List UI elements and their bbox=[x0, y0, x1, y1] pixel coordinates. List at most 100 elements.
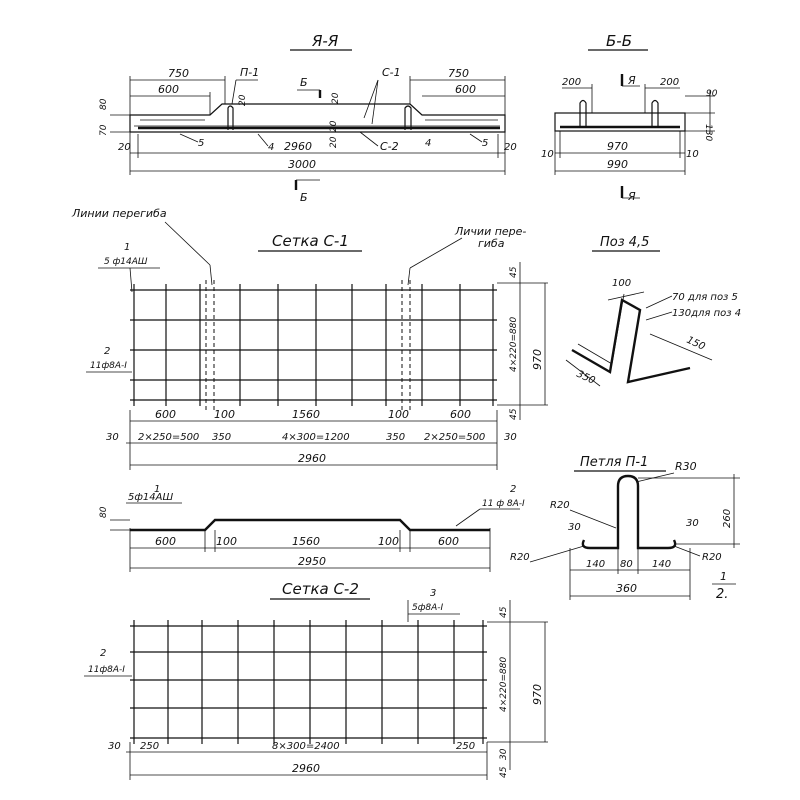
bend-lines-right-1: Личии пере- bbox=[454, 225, 526, 238]
dim-10-left: 10 bbox=[541, 149, 554, 160]
dim-200-right: 200 bbox=[660, 77, 679, 88]
loop-r20-b: R20 bbox=[510, 552, 530, 563]
mesh-c2-row-c: 8×300=2400 bbox=[272, 741, 340, 752]
loop-r20-c: R20 bbox=[702, 552, 722, 563]
mesh-c1-r2-d: 4×300=1200 bbox=[282, 432, 350, 443]
mesh-c2-grid bbox=[130, 620, 487, 744]
dim-70: 70 bbox=[99, 124, 109, 136]
side-pos2-num: 2 bbox=[510, 484, 516, 495]
mesh-c1: Линии перегиба Личии пере- гиба Сетка С-… bbox=[71, 207, 548, 470]
bend-lines-right-2: гиба bbox=[478, 237, 505, 250]
mesh-c2-pos3-num: 3 bbox=[430, 588, 436, 599]
label-a-top: Я bbox=[627, 74, 636, 87]
mesh-c1-d45-bottom: 45 bbox=[509, 408, 519, 420]
dim-80: 80 bbox=[99, 98, 109, 110]
mesh-c1-d45-top: 45 bbox=[509, 266, 519, 278]
mesh-c1-pos2-num: 2 bbox=[104, 346, 110, 357]
pos45-title: Поз 4,5 bbox=[600, 235, 649, 250]
pos45-detail: Поз 4,5 100 70 для поз 5 130для поз 4 15… bbox=[565, 235, 741, 387]
mesh-c2-title: Сетка С-2 bbox=[282, 580, 359, 598]
loop-p1-detail: Петля П-1 R30 R20 30 R20 30 R20 260 140 … bbox=[510, 455, 740, 602]
dim-750-right: 750 bbox=[448, 67, 469, 80]
mesh-c2: Сетка С-2 3 5ф8А-I 2 11ф8А-I 45 4×220=88… bbox=[84, 580, 548, 780]
dim-20-c: 20 bbox=[331, 92, 341, 104]
dim-20-a: 20 bbox=[118, 142, 131, 153]
mesh-c2-d45-top: 45 bbox=[499, 606, 509, 618]
mesh-c1-r2-a: 30 bbox=[106, 432, 119, 443]
dim-130: 130 bbox=[703, 124, 713, 141]
side-d80: 80 bbox=[99, 506, 109, 518]
mesh-c1-title: Сетка С-1 bbox=[272, 232, 349, 250]
side-pos1-spec: 5ф14АШ bbox=[128, 492, 173, 503]
mesh-c2-pos3-spec: 5ф8А-I bbox=[412, 603, 444, 613]
dim-2960: 2960 bbox=[284, 140, 312, 153]
dim-600-left: 600 bbox=[158, 83, 179, 96]
loop-d140-a: 140 bbox=[586, 559, 605, 570]
mesh-c1-r1-d: 100 bbox=[388, 408, 409, 421]
label-p1: П-1 bbox=[240, 66, 259, 79]
mesh-c2-row-b: 250 bbox=[140, 741, 159, 752]
label-4-right: 4 bbox=[425, 138, 431, 149]
pos45-d100: 100 bbox=[612, 278, 631, 289]
loop-d80: 80 bbox=[620, 559, 633, 570]
mesh-c1-r2-g: 30 bbox=[504, 432, 517, 443]
label-5-right: 5 bbox=[482, 138, 488, 149]
section-bb: Б-Б 200 200 Я 90 130 970 10 10 990 bbox=[541, 32, 718, 203]
section-bb-title: Б-Б bbox=[606, 32, 632, 50]
loop-scale-num: 1 bbox=[720, 570, 727, 583]
label-b-top: Б bbox=[300, 76, 308, 89]
mesh-c1-span: 4×220=880 bbox=[509, 317, 519, 372]
mesh-c2-d45-bottom: 45 bbox=[499, 766, 509, 778]
mesh-c1-pos1-num: 1 bbox=[124, 242, 130, 253]
dim-90: 90 bbox=[706, 89, 718, 99]
mesh-c1-grid bbox=[130, 284, 497, 406]
side-row-c: 1560 bbox=[292, 535, 320, 548]
section-aa: Я-Я 750 600 750 600 П-1 С-1 Б bbox=[99, 32, 517, 204]
dim-3000: 3000 bbox=[288, 158, 316, 171]
mesh-c2-970: 970 bbox=[531, 684, 544, 705]
mesh-c1-pos2-spec: 11ф8А-I bbox=[90, 361, 127, 371]
mesh-c1-side: 1 5ф14АШ 2 11 ф 8А-I 80 600 100 1560 100… bbox=[99, 484, 525, 572]
dim-990: 990 bbox=[607, 158, 628, 171]
label-s2: С-2 bbox=[380, 140, 399, 153]
mesh-c1-r2-b: 2×250=500 bbox=[138, 432, 199, 443]
side-row-b: 100 bbox=[216, 535, 237, 548]
mesh-c1-r2-c: 350 bbox=[212, 432, 231, 443]
side-pos1-num: 1 bbox=[154, 484, 160, 495]
loop-d260: 260 bbox=[722, 509, 733, 528]
bend-lines-left: Линии перегиба bbox=[71, 207, 167, 220]
loop-d30-a: 30 bbox=[568, 522, 581, 533]
pos45-d350: 350 bbox=[575, 369, 597, 387]
mesh-c1-r1-b: 100 bbox=[214, 408, 235, 421]
dim-20-f: 20 bbox=[329, 120, 339, 132]
loop-d30-b: 30 bbox=[686, 518, 699, 529]
mesh-c2-pos2-spec: 11ф8А-I bbox=[88, 665, 125, 675]
mesh-c1-970: 970 bbox=[531, 349, 544, 370]
mesh-c1-r1-a: 600 bbox=[155, 408, 176, 421]
mesh-c2-span: 4×220=880 bbox=[499, 657, 509, 712]
side-pos2-spec: 11 ф 8А-I bbox=[482, 499, 525, 509]
dim-10-right: 10 bbox=[686, 149, 699, 160]
mesh-c1-r1-c: 1560 bbox=[292, 408, 320, 421]
label-s1: С-1 bbox=[382, 66, 401, 79]
mesh-c1-r1-e: 600 bbox=[450, 408, 471, 421]
loop-scale-den: 2. bbox=[716, 587, 728, 602]
dim-200-left: 200 bbox=[562, 77, 581, 88]
mesh-c2-pos2-num: 2 bbox=[100, 648, 106, 659]
loop-r30: R30 bbox=[675, 460, 697, 473]
mesh-c2-row-a: 30 bbox=[108, 741, 121, 752]
mesh-c1-total: 2960 bbox=[298, 452, 326, 465]
mesh-c1-r2-f: 2×250=500 bbox=[424, 432, 485, 443]
side-row-e: 600 bbox=[438, 535, 459, 548]
side-row-d: 100 bbox=[378, 535, 399, 548]
loop-title: Петля П-1 bbox=[580, 455, 648, 470]
loop-d140-b: 140 bbox=[652, 559, 671, 570]
dim-750-left: 750 bbox=[168, 67, 189, 80]
label-a-bottom: Я bbox=[627, 190, 636, 203]
mesh-c2-total: 2960 bbox=[292, 762, 320, 775]
label-4-left: 4 bbox=[268, 142, 274, 153]
label-5-left: 5 bbox=[198, 138, 204, 149]
dim-20-e: 20 bbox=[329, 136, 339, 148]
